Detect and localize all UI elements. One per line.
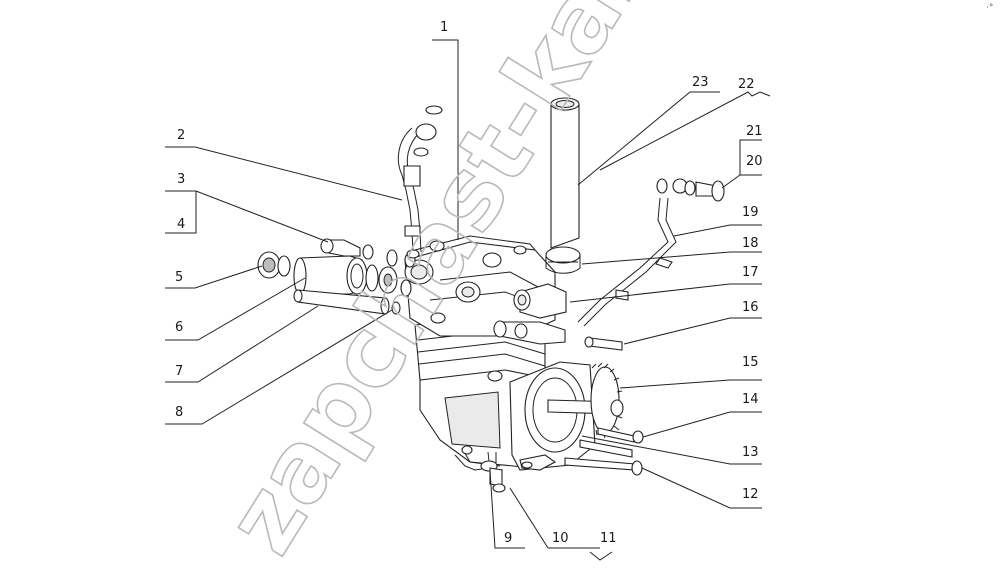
callout-label: 1 bbox=[440, 20, 448, 35]
callout-label: 23 bbox=[692, 75, 709, 90]
callout-label: 8 bbox=[175, 405, 183, 420]
intake-tube bbox=[545, 97, 581, 274]
callout-label: 5 bbox=[175, 270, 183, 285]
callout-label: 2 bbox=[177, 128, 185, 143]
callout-label: 11 bbox=[600, 531, 617, 546]
callout-label: 17 bbox=[742, 265, 759, 280]
crankcase-window bbox=[444, 391, 501, 449]
callout-label: 15 bbox=[742, 355, 759, 370]
callout-label: 22 bbox=[738, 77, 755, 92]
callout-label: 20 bbox=[746, 154, 763, 169]
tube-clamp bbox=[545, 246, 581, 264]
callout-label: 10 bbox=[552, 531, 569, 546]
pipe-assembly-left bbox=[397, 105, 443, 259]
callout-label: 6 bbox=[175, 320, 183, 335]
callout-label: 3 bbox=[177, 172, 185, 187]
pipe-assembly-right bbox=[577, 178, 725, 351]
callout-label: 19 bbox=[742, 205, 759, 220]
callout-label: 12 bbox=[742, 487, 759, 502]
callout-labels: 1 2 3 4 5 6 7 8 9 10 11 12 13 14 15 16 1… bbox=[175, 20, 763, 546]
callout-label: 14 bbox=[742, 392, 759, 407]
callout-label: 7 bbox=[175, 364, 183, 379]
callout-label: 9 bbox=[504, 531, 512, 546]
callout-label: 21 bbox=[746, 124, 763, 139]
drive-flange bbox=[509, 361, 644, 476]
callout-label: 18 bbox=[742, 236, 759, 251]
left-components bbox=[257, 238, 416, 315]
corner-mark: ·° bbox=[986, 3, 993, 13]
callout-label: 13 bbox=[742, 445, 759, 460]
callout-label: 4 bbox=[177, 217, 185, 232]
bottom-fittings bbox=[461, 445, 506, 493]
leader-lines bbox=[165, 39, 771, 561]
callout-label: 16 bbox=[742, 300, 759, 315]
